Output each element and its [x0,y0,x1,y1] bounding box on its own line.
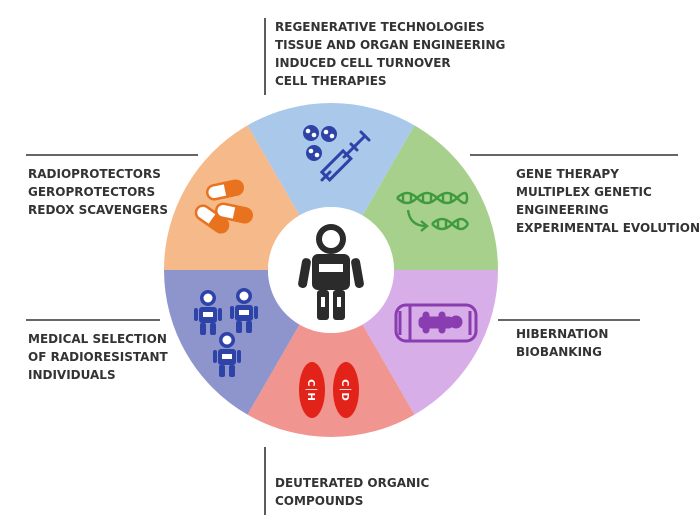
label-group-lower-left: MEDICAL SELECTION OF RADIORESISTANT INDI… [28,332,169,382]
pill-label: C│H [305,379,318,401]
segment-deuterated [247,324,415,437]
leader-lines [26,18,678,515]
arrow-icon [406,209,427,228]
hibernation-pod-icon [394,303,478,343]
label-line: COMPOUNDS [275,494,363,508]
pill-icon [299,362,325,418]
segment-radioprotectors [164,125,300,271]
capsule-icon [205,179,245,201]
syringe-icon [319,130,371,182]
cell-icon [321,126,337,142]
label-line: GENE THERAPY [516,167,619,181]
label-line: REDOX SCAVENGERS [28,203,168,217]
deuterated-compounds-icon: C│H C│D [299,362,359,418]
cells-syringe-icon [303,125,371,182]
label-group-top: REGENERATIVE TECHNOLOGIES TISSUE AND ORG… [275,20,505,88]
label-group-upper-left: RADIOPROTECTORS GEROPROTECTORS REDOX SCA… [28,167,168,217]
label-line: HIBERNATION [516,327,608,341]
pill-label: C│D [339,379,352,401]
segment-regenerative [247,102,415,216]
astronaut-icon [298,224,364,320]
small-astronaut-icon [194,290,222,335]
small-astronaut-icon [230,288,258,333]
label-line: INDUCED CELL TURNOVER [275,56,451,70]
label-group-upper-right: GENE THERAPY MULTIPLEX GENETIC ENGINEERI… [516,167,700,235]
label-line: INDIVIDUALS [28,368,116,382]
label-line: ENGINEERING [516,203,609,217]
label-line: MULTIPLEX GENETIC [516,185,652,199]
label-group-lower-right: HIBERNATION BIOBANKING [516,327,608,359]
label-line: BIOBANKING [516,345,602,359]
dna-icon [396,191,470,232]
label-group-bottom: DEUTERATED ORGANIC COMPOUNDS [275,476,429,508]
label-line: CELL THERAPIES [275,74,387,88]
cell-icon [303,125,319,141]
label-line: MEDICAL SELECTION [28,332,167,346]
label-line: OF RADIORESISTANT [28,350,169,364]
label-line: REGENERATIVE TECHNOLOGIES [275,20,485,34]
label-line: EXPERIMENTAL EVOLUTION [516,221,700,235]
small-astronaut-icon [213,332,241,377]
label-line: GEROPROTECTORS [28,185,155,199]
cell-icon [306,145,322,161]
pill-icon [333,362,359,418]
label-line: RADIOPROTECTORS [28,167,161,181]
astronaut-group-icon [194,288,258,377]
capsule-icon [214,202,254,224]
label-line: DEUTERATED ORGANIC [275,476,429,490]
capsules-icon [194,179,254,234]
label-line: TISSUE AND ORGAN ENGINEERING [275,38,505,52]
